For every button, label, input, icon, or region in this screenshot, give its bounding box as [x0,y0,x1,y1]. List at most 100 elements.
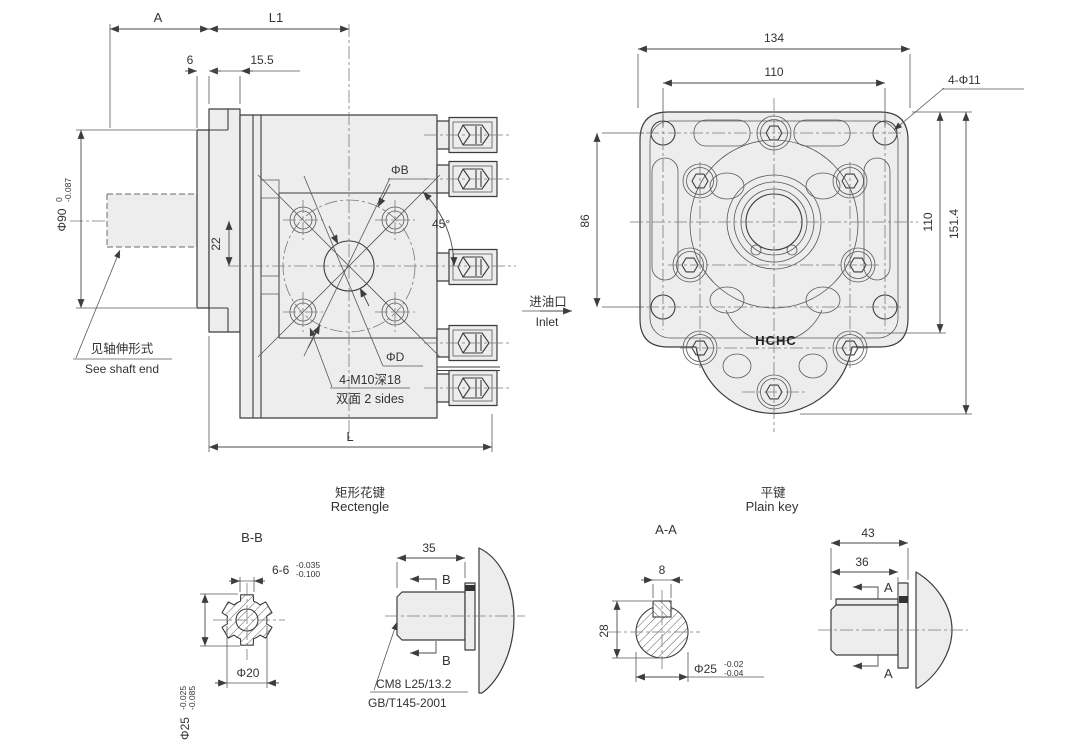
section-aa-label: A-A [655,522,677,537]
svg-text:-0.087: -0.087 [63,178,73,202]
phiD-arrow [328,225,339,245]
shaft-note-leader [75,249,121,359]
bolt-circle [282,199,416,333]
dim-phi90-label: Φ90 0 -0.087 [54,178,73,232]
key-title-en: Plain key [746,499,799,514]
svg-text:Φ25: Φ25 [178,717,192,740]
key-centerlines [608,590,700,670]
spline-title-cn: 矩形花键 [335,485,386,500]
cast-pocket [722,353,752,379]
shaft-hidden-edges [106,193,197,248]
dim-L-label: L [346,429,353,444]
plate-step-lines [209,109,229,332]
plug-centerlines [424,134,512,389]
dim-15-5-label: 15.5 [250,53,274,67]
svg-text:86: 86 [578,214,592,228]
svg-text:-0.085: -0.085 [187,686,197,710]
spline-title-en: Rectengle [331,499,390,514]
spline-detail: 矩形花键 Rectengle B-B 6-6 -0.035 -0.100 Φ20… [178,485,525,740]
front-view: HCHC 134 110 4-Φ11 86 110 151.4 进油口 Inle… [522,31,1024,432]
dim-110-right-label: 110 [921,212,935,231]
svg-text:28: 28 [597,624,611,638]
front-centerlines [630,98,918,432]
svg-text:Φ90: Φ90 [55,208,69,231]
extension-lines [73,24,493,452]
svg-text:22: 22 [209,237,223,251]
shaft-note-cn: 见轴伸形式 [91,341,154,356]
spline-centerlines [213,583,285,660]
seal-hole [786,244,798,256]
dim-36-label: 36 [855,555,869,569]
center-hole-note: CM8 L25/13.2 [376,677,452,691]
section-b-arrow-top [410,575,437,590]
dim-6-label: 6 [187,53,194,67]
key-title-cn: 平键 [760,486,786,500]
dim-43-36-extensions [830,548,909,600]
m10-note-line2: 双面 2 sides [336,392,404,406]
shaft-washer [464,582,476,651]
standard-note: GB/T145-2001 [368,696,447,710]
dim-phi25-key-lower: -0.04 [724,668,744,678]
key-washer-mark [899,596,908,603]
pilot-circle [323,240,375,292]
m10-note-line1: 4-M10深18 [339,373,401,387]
dim-phi25-key-label: Φ25 [694,662,717,676]
spline-extension-lines [200,577,279,688]
key-shaft-washer [897,582,909,669]
body-section-lines [252,115,437,418]
shaft [107,194,197,247]
dim-86-label: 86 [578,214,592,228]
section-b-label-top: B [442,572,451,587]
cast-pocket [805,172,841,200]
dim-45-label: 45° [432,217,450,231]
mounting-plate [208,108,241,333]
section-a-arrow-bottom [853,655,879,670]
dim-110-top-label: 110 [764,65,783,79]
section-a-label-bottom: A [884,666,893,681]
dim-134-label: 134 [764,31,784,45]
dim-phi20-label: Φ20 [237,666,260,680]
washer-mark [465,585,475,591]
svg-text:0: 0 [54,197,64,202]
flange-spigot [196,129,210,309]
dim-151-4-label: 151.4 [947,209,961,239]
section-b-label-bottom: B [442,653,451,668]
inlet-label-en: Inlet [536,315,559,329]
svg-text:110: 110 [921,212,935,231]
section-a-label-top: A [884,580,893,595]
dim-66-lower: -0.100 [296,569,320,579]
center-hole-leader [373,621,398,691]
seal-hole [750,244,762,256]
angle-45-arc [422,191,458,267]
section-bb-label: B-B [241,530,263,545]
dim-phiD-label: ΦD [386,350,405,364]
dim-8-label: 8 [659,563,666,577]
shaft-note-en: See shaft end [85,362,159,376]
svg-text:-0.025: -0.025 [178,686,188,710]
dim-4phi11-label: 4-Φ11 [948,73,981,87]
key-extension-lines [612,579,764,682]
key-detail: 平键 Plain key A-A 8 28 Φ25 -0.02 -0.04 43… [597,486,968,689]
svg-text:151.4: 151.4 [947,209,961,239]
phiB-arrow [307,324,321,349]
pump-body-stub [478,547,515,694]
cast-slot [651,157,679,281]
pump-body [239,114,438,419]
dim-66-label: 6-6 [272,563,290,577]
side-view: A L1 6 15.5 Φ90 0 -0.087 22 ΦB 45° ΦD 4-… [54,10,516,452]
rear-plug [436,248,498,286]
cast-pocket [798,353,828,379]
phiB-arrow [377,183,391,208]
dim-A-label: A [154,10,163,25]
dim-28-label: 28 [597,624,611,638]
dim-phi25-label: Φ25 -0.025 -0.085 [178,686,197,740]
dim-66-upper: -0.035 [296,560,320,570]
section-a-arrow-top [853,583,879,599]
section-b-arrow-bottom [410,641,437,657]
cast-slot [863,157,891,281]
dim-L1-label: L1 [269,10,283,25]
m10-note-leader [309,327,333,388]
brand-logo: HCHC [755,333,797,348]
